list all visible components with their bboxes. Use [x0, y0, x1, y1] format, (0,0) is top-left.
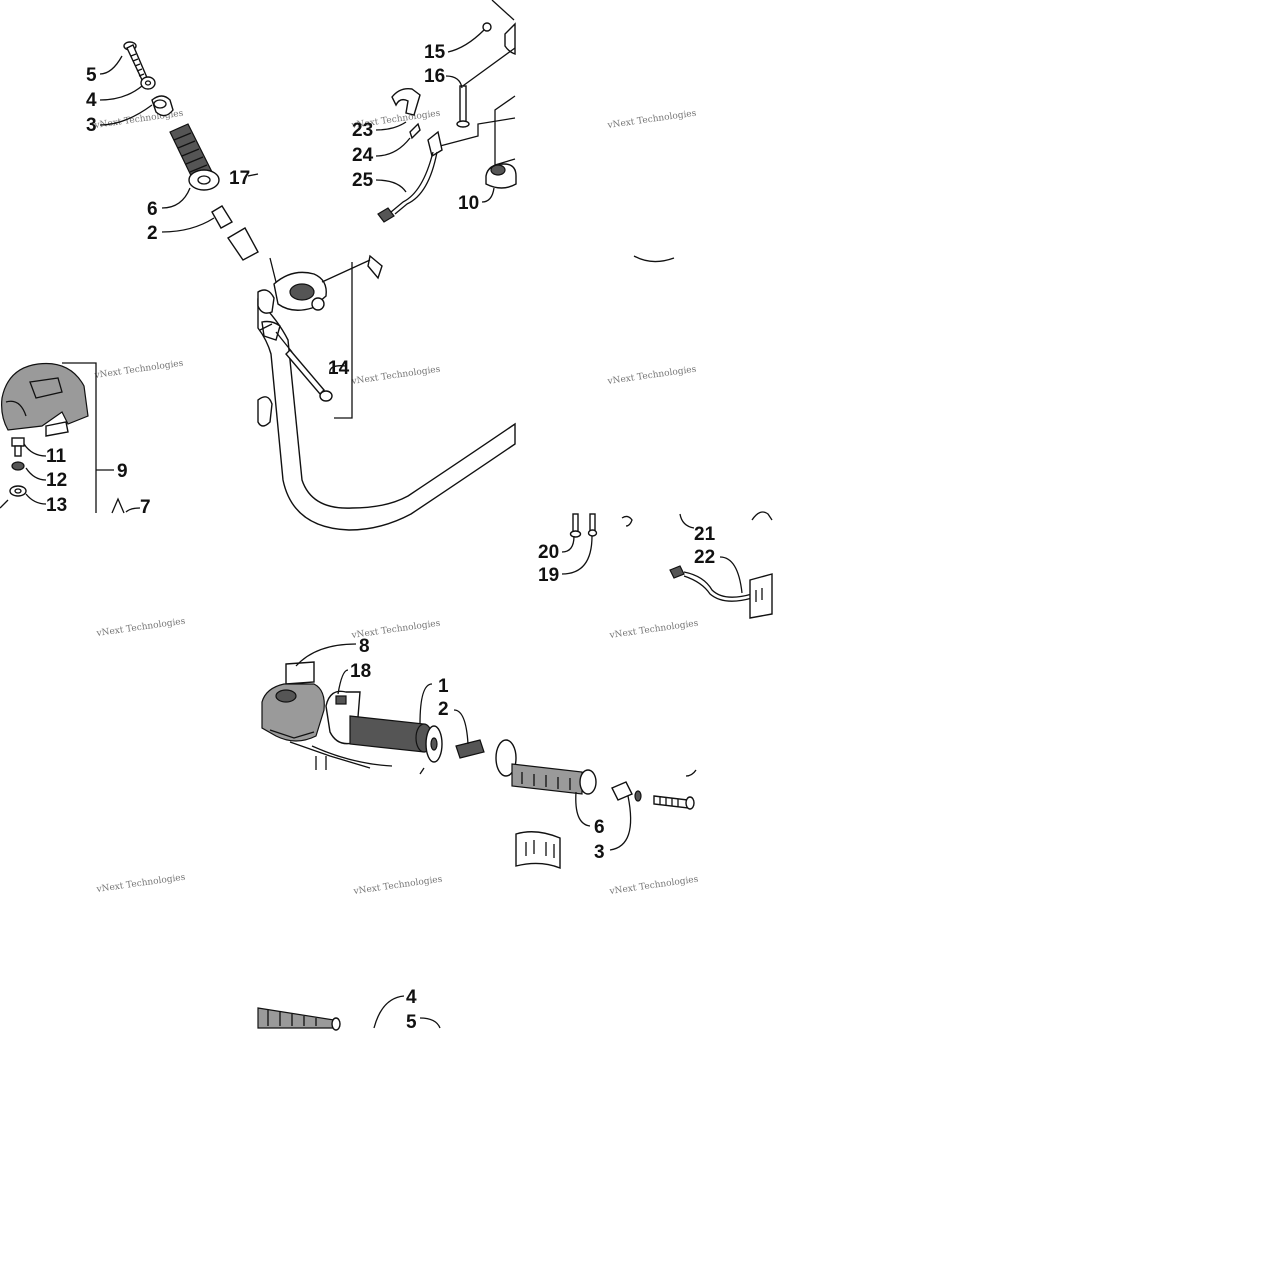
lock-washer-part [11, 461, 25, 471]
lever-part [111, 497, 125, 514]
callout-label: 7 [140, 497, 151, 518]
adhesive-part [211, 205, 233, 229]
callout-label: 16 [424, 66, 445, 87]
watermark: vNext Technologies [350, 365, 441, 388]
callout-label: 15 [424, 42, 446, 63]
callout-label: 20 [538, 542, 559, 563]
watermark: vNext Technologies [95, 617, 186, 640]
callout-label: 19 [538, 565, 559, 586]
washer-part [634, 790, 642, 802]
callout-label: 22 [694, 547, 715, 568]
watermark: vNext Technologies [606, 109, 697, 132]
callout-label: 24 [352, 145, 374, 166]
bolt-part [11, 437, 25, 457]
callout-label: 1 [438, 676, 449, 697]
grip-part [169, 123, 220, 191]
left-grip-assembly [99, 41, 259, 261]
callout-label: 13 [46, 495, 67, 516]
bolt-part [587, 513, 598, 537]
callout-label: 18 [350, 661, 371, 682]
lever-part [367, 254, 383, 280]
callout-label: 3 [594, 842, 605, 863]
handlebar-part [227, 227, 259, 261]
switch-part [485, 163, 517, 189]
grip-part [495, 739, 597, 795]
housing-outline [633, 255, 675, 263]
callout-label: 4 [86, 90, 97, 111]
callout-label: 5 [406, 1012, 417, 1033]
handlebar-part [257, 298, 516, 531]
switch-wiring-assembly [375, 0, 517, 223]
callout-label: 2 [147, 223, 158, 244]
bolt-part [653, 795, 695, 810]
screw-part [482, 22, 492, 32]
adhesive-part [455, 739, 485, 759]
washer-part [9, 485, 27, 497]
callout-label: 8 [359, 636, 370, 657]
callout-label: 6 [147, 199, 158, 220]
callout-label: 10 [458, 193, 479, 214]
wire-harness-part [669, 565, 773, 619]
decal-part [285, 661, 315, 685]
watermark: vNext Technologies [352, 875, 443, 898]
callout-label: 23 [352, 120, 373, 141]
cover-assembly [0, 362, 141, 514]
harness-assembly [561, 511, 773, 619]
callout-label: 12 [46, 470, 67, 491]
throttle-housing-part [261, 683, 393, 770]
callout-label: 4 [406, 987, 417, 1008]
grip-tube-part [349, 715, 443, 763]
end-cap-part [151, 95, 174, 117]
callout-label: 5 [86, 65, 97, 86]
watermark: vNext Technologies [93, 359, 184, 382]
decal-part [515, 831, 561, 870]
cover-part [1, 362, 89, 437]
callout-label: 6 [594, 817, 605, 838]
callout-label: 3 [86, 115, 97, 136]
washer-part [140, 76, 156, 90]
watermark: vNext Technologies [95, 873, 186, 896]
bolt-part [569, 513, 582, 538]
bracket-part [409, 122, 421, 140]
callout-label: 21 [694, 524, 716, 545]
handlebar-assembly [257, 254, 516, 531]
throttle-housing-part [257, 271, 327, 341]
watermark: vNext Technologies [608, 619, 699, 642]
screw-part [285, 348, 333, 402]
clip-part [391, 87, 421, 116]
grip-fragment [257, 995, 441, 1031]
wire-harness-part [377, 130, 443, 223]
right-grip-assembly [261, 643, 697, 870]
end-cap-part [611, 781, 633, 801]
callout-label: 17 [229, 168, 250, 189]
bolt-part [123, 41, 149, 83]
callout-label: 14 [328, 358, 350, 379]
watermark: vNext Technologies [608, 875, 699, 898]
callout-label: 2 [438, 699, 449, 720]
callout-labels: 5 4 3 6 2 17 15 16 23 24 25 10 14 11 12 … [46, 42, 716, 1033]
bracket-part [257, 396, 273, 427]
screw-part [456, 85, 470, 128]
callout-label: 9 [117, 461, 128, 482]
callout-label: 25 [352, 170, 374, 191]
callout-label: 11 [46, 446, 67, 467]
watermark: vNext Technologies [606, 365, 697, 388]
